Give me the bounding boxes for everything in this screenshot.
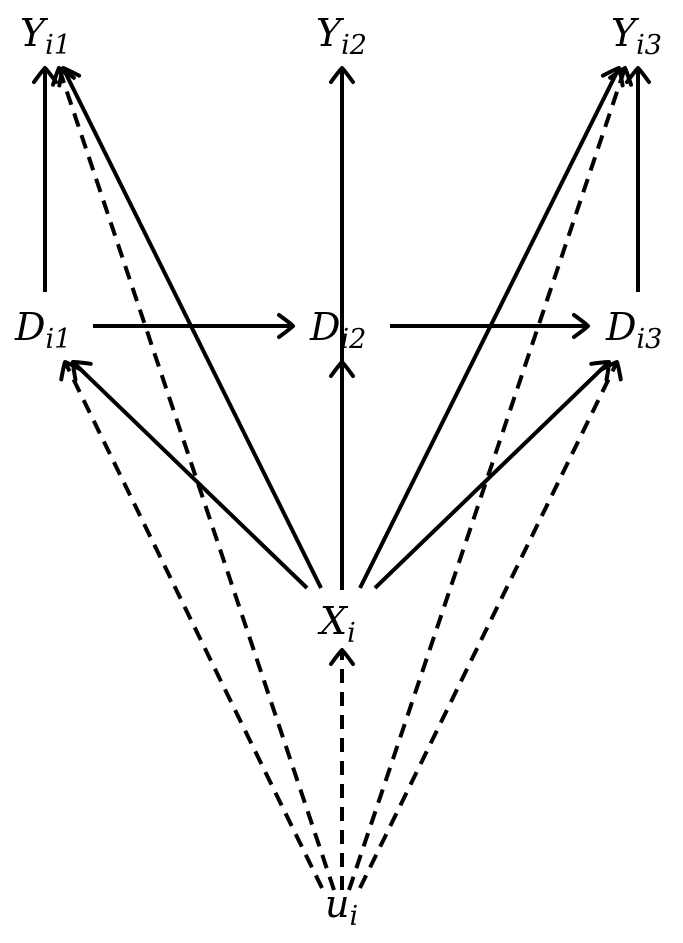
edge-x-to-d1: [71, 359, 309, 590]
edge-u-to-d1: [59, 360, 324, 889]
arrowhead-icon: [329, 360, 355, 378]
arrowhead-icon: [572, 313, 590, 339]
edge-d3-to-y3: [625, 66, 651, 292]
edge-u-to-d3: [358, 360, 623, 889]
edge-u-to-x: [329, 648, 355, 890]
edges-layer: [32, 66, 651, 891]
edge-line: [373, 360, 611, 590]
arrowhead-icon: [32, 66, 58, 84]
node-y-i1: Yi1: [20, 11, 71, 61]
node-y-i3: Yi3: [611, 11, 662, 61]
edge-line: [358, 361, 619, 889]
arrowhead-icon: [71, 359, 93, 382]
edge-u-to-y3: [347, 66, 633, 891]
edge-d1-to-y1: [32, 66, 58, 292]
edge-line: [61, 67, 323, 589]
node-d-i1: Di1: [14, 305, 71, 355]
arrowhead-icon: [277, 313, 295, 339]
arrowhead-icon: [51, 66, 76, 87]
arrowhead-icon: [329, 648, 355, 666]
edge-line: [347, 67, 627, 891]
arrowhead-icon: [625, 66, 651, 84]
edge-x-to-d2: [329, 360, 355, 590]
nodes-layer: Yi1 Yi2 Yi3 Di1 Di2 Di3 Xi ui: [14, 11, 662, 932]
arrowhead-icon: [598, 360, 623, 382]
edge-line: [358, 67, 621, 589]
node-d-i3: Di3: [605, 305, 662, 355]
edge-line: [71, 360, 309, 590]
edge-line: [63, 361, 324, 889]
node-u-i: ui: [325, 882, 358, 932]
node-x-i: Xi: [317, 599, 356, 649]
arrowhead-icon: [608, 66, 633, 87]
node-y-i2: Yi2: [316, 11, 367, 61]
edge-u-to-y1: [51, 66, 336, 891]
node-d-i2: Di2: [309, 305, 366, 355]
arrowhead-icon: [59, 360, 84, 382]
edge-x-to-d3: [373, 359, 611, 590]
arrowhead-icon: [589, 359, 611, 382]
arrowhead-icon: [329, 66, 355, 84]
edge-line: [57, 67, 336, 891]
